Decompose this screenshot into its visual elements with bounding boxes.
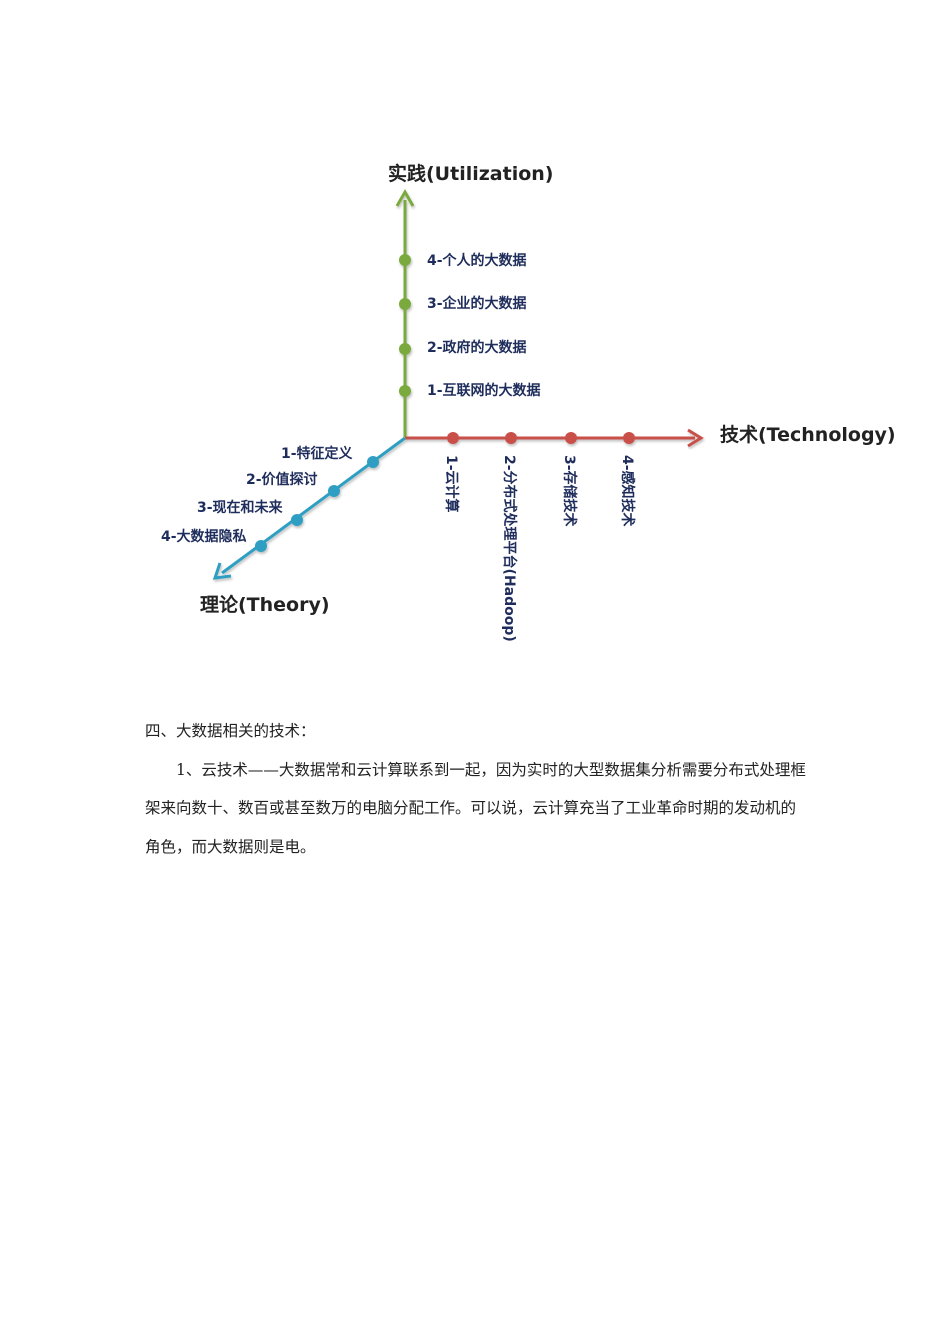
theory-item-label: 1-特征定义 xyxy=(281,445,353,462)
theory-item-label: 4-大数据隐私 xyxy=(161,528,247,545)
practice-item-label: 3-企业的大数据 xyxy=(427,295,527,312)
practice-item-label: 2-政府的大数据 xyxy=(427,339,527,356)
cloud-tech-paragraph: 1、云技术——大数据常和云计算联系到一起，因为实时的大型数据集分析需要分布式处理… xyxy=(145,760,806,856)
technology-point-4 xyxy=(623,432,635,444)
practice-point-1 xyxy=(399,254,411,266)
practice-point-2 xyxy=(399,298,411,310)
section-heading: 四、大数据相关的技术： xyxy=(145,722,316,740)
theory-axis-title: 理论(Theory) xyxy=(200,593,330,616)
theory-point-4 xyxy=(255,540,267,552)
body-text: 四、大数据相关的技术： 1、云技术——大数据常和云计算联系到一起，因为实时的大型… xyxy=(145,712,810,866)
theory-axis-arrowhead xyxy=(212,562,232,580)
technology-item-label: 4-感知技术 xyxy=(619,455,636,527)
technology-item-label: 1-云计算 xyxy=(443,455,460,513)
theory-item-label: 2-价值探讨 xyxy=(246,471,318,488)
technology-axis xyxy=(405,428,704,448)
technology-axis-arrowhead xyxy=(687,428,704,448)
practice-item-label: 4-个人的大数据 xyxy=(427,252,527,269)
theory-point-1 xyxy=(367,456,379,468)
practice-point-3 xyxy=(399,343,411,355)
technology-point-1 xyxy=(447,432,459,444)
theory-point-2 xyxy=(328,485,340,497)
practice-axis-arrowhead xyxy=(395,188,415,207)
technology-point-2 xyxy=(505,432,517,444)
big-data-3d-diagram: 实践(Utilization) 4-个人的大数据 3-企业的大数据 2-政府的大… xyxy=(161,162,896,642)
theory-point-3 xyxy=(291,514,303,526)
technology-item-label: 3-存储技术 xyxy=(561,455,578,527)
theory-item-label: 3-现在和未来 xyxy=(197,499,284,516)
practice-point-4 xyxy=(399,385,411,397)
technology-point-3 xyxy=(565,432,577,444)
practice-axis xyxy=(395,188,415,437)
practice-axis-title: 实践(Utilization) xyxy=(388,162,553,185)
theory-axis xyxy=(212,436,406,580)
technology-axis-title: 技术(Technology) xyxy=(720,423,896,446)
practice-item-label: 1-互联网的大数据 xyxy=(427,382,541,399)
technology-item-label: 2-分布式处理平台(Hadoop) xyxy=(501,455,518,642)
